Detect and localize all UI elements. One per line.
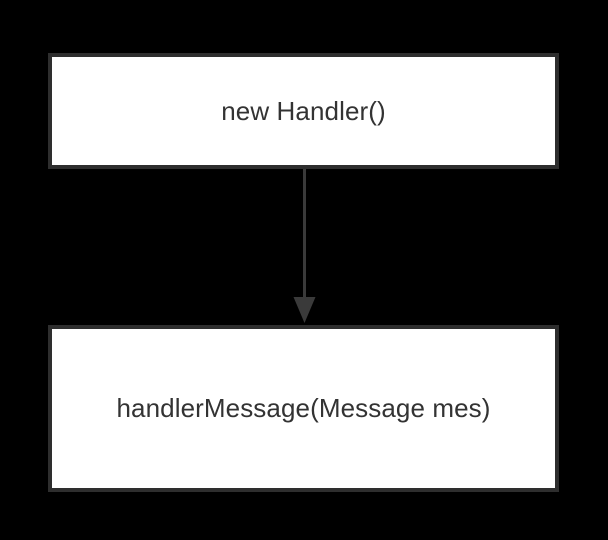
edge-new-handler-to-handler-message [293, 169, 316, 323]
node-handler-message[interactable]: handlerMessage(Message mes) [48, 325, 559, 492]
node-handler-message-label: handlerMessage(Message mes) [116, 393, 491, 424]
node-new-handler-label: new Handler() [221, 95, 386, 126]
node-new-handler[interactable]: new Handler() [48, 53, 559, 169]
edge-arrowhead-icon [293, 297, 316, 323]
